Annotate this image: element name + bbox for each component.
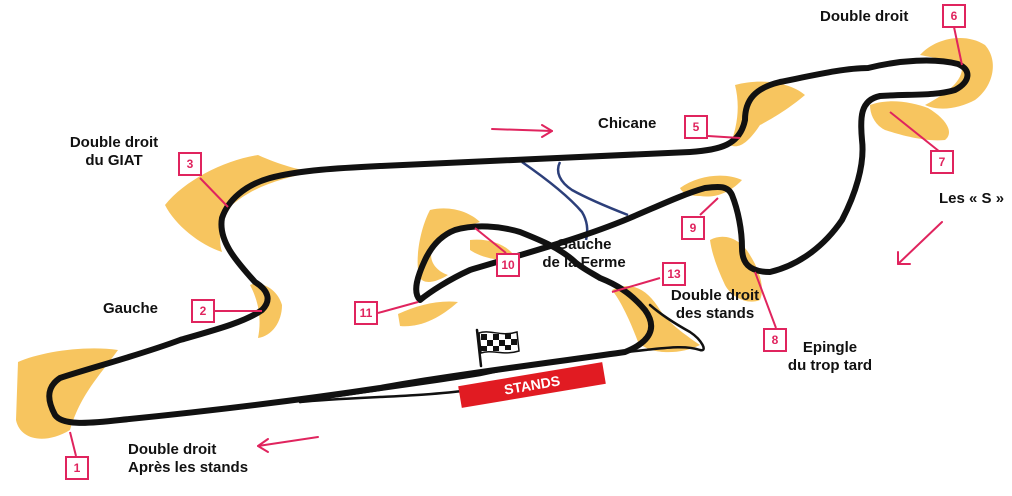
leader-3 bbox=[199, 177, 229, 208]
direction-arrow-icon bbox=[897, 221, 943, 265]
leader-5 bbox=[707, 135, 741, 139]
corner-label-6: Double droit bbox=[820, 8, 908, 26]
leader-10 bbox=[474, 227, 507, 254]
corner-label-2: Gauche bbox=[103, 300, 158, 318]
corner-label-10: Gauche de la Ferme bbox=[528, 236, 640, 272]
corner-label-5-line-1: Chicane bbox=[598, 115, 657, 132]
corner-label-3-line-1: Double droit bbox=[69, 134, 159, 151]
leader-9 bbox=[699, 197, 719, 216]
corner-marker-13: 13 bbox=[662, 262, 686, 286]
corner-label-13: Double droit des stands bbox=[655, 287, 775, 323]
corner-marker-1: 1 bbox=[65, 456, 89, 480]
corner-label-3-line-2: du GIAT bbox=[85, 152, 143, 169]
corner-label-5: Chicane bbox=[598, 115, 656, 133]
corner-label-1-line-1: Double droit bbox=[128, 441, 217, 458]
corner-label-13-line-2: des stands bbox=[675, 305, 755, 322]
corner-marker-8: 8 bbox=[763, 328, 787, 352]
corner-label-13-line-1: Double droit bbox=[670, 287, 760, 304]
corner-marker-9: 9 bbox=[681, 216, 705, 240]
corner-label-10-line-1: Gauche bbox=[556, 236, 612, 253]
corner-label-7-line-1: Les « S » bbox=[939, 190, 1005, 207]
corner-label-6-line-1: Double droit bbox=[820, 8, 909, 25]
pit-road-lines bbox=[521, 160, 629, 241]
leader-6 bbox=[953, 26, 963, 66]
leader-11 bbox=[377, 301, 419, 314]
corner-marker-7: 7 bbox=[930, 150, 954, 174]
direction-arrow-icon bbox=[491, 124, 553, 138]
checkered-flag-icon bbox=[475, 328, 520, 368]
corner-label-10-line-2: de la Ferme bbox=[542, 254, 626, 271]
corner-marker-5: 5 bbox=[684, 115, 708, 139]
corner-label-7: Les « S » bbox=[939, 190, 1004, 208]
corner-label-1: Double droit Après les stands bbox=[128, 441, 248, 477]
leader-1 bbox=[69, 431, 77, 457]
corner-label-8-line-1: Epingle bbox=[802, 339, 858, 356]
corner-label-1-line-2: Après les stands bbox=[128, 459, 249, 476]
direction-arrow-icon bbox=[257, 436, 319, 453]
corner-marker-6: 6 bbox=[942, 4, 966, 28]
corner-leader-lines bbox=[69, 26, 963, 457]
corner-label-3: Double droit du GIAT bbox=[56, 134, 172, 170]
corner-marker-10: 10 bbox=[496, 253, 520, 277]
leader-13 bbox=[611, 277, 661, 293]
corner-label-8-line-2: du trop tard bbox=[787, 357, 873, 374]
corner-marker-2: 2 bbox=[191, 299, 215, 323]
stands-building bbox=[458, 362, 606, 408]
leader-7 bbox=[889, 111, 941, 153]
direction-arrows bbox=[257, 124, 943, 453]
corner-label-8: Epingle du trop tard bbox=[770, 339, 890, 375]
corner-label-2-line-1: Gauche bbox=[103, 300, 159, 317]
track-outline bbox=[46, 57, 971, 426]
corner-marker-11: 11 bbox=[354, 301, 378, 325]
leader-8 bbox=[754, 271, 777, 329]
corner-marker-3: 3 bbox=[178, 152, 202, 176]
